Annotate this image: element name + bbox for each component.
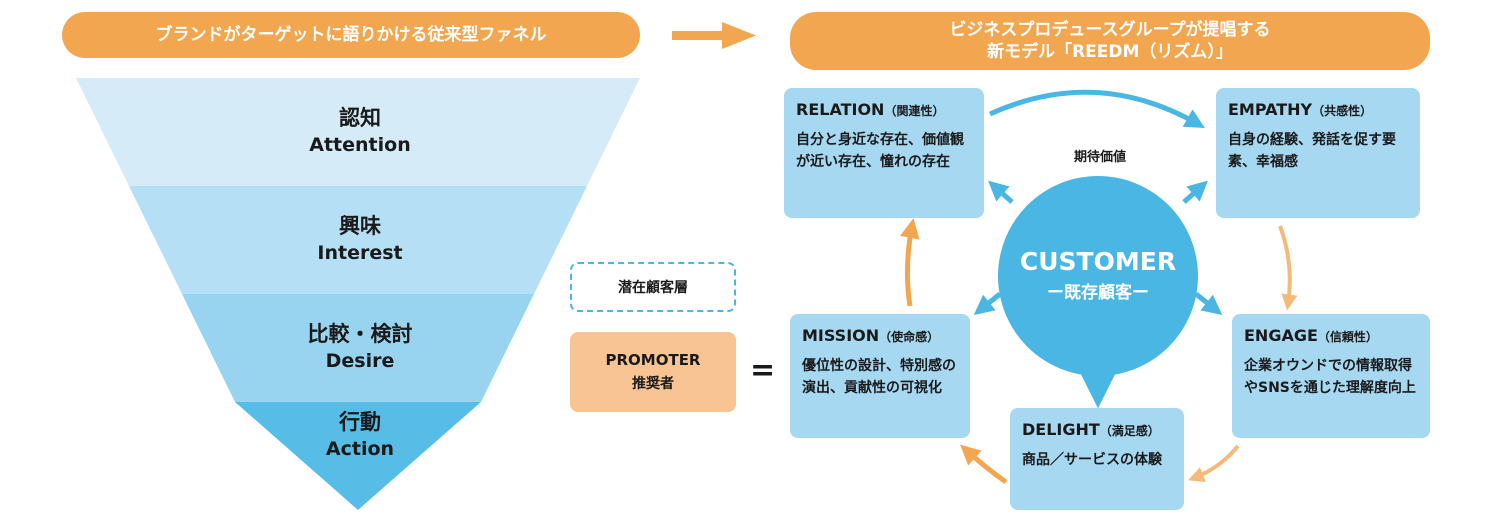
funnel-stage-jp-label: 比較・検討	[307, 322, 413, 346]
delight-subtitle: （満足感）	[1099, 424, 1160, 438]
reedm-title-line2: 新モデル「REEDM（リズム）」	[987, 42, 1233, 62]
conventional-funnel-title: ブランドがターゲットに語りかける従来型ファネル	[155, 25, 547, 45]
funnel-stage-en-label: Action	[325, 438, 395, 460]
promoter-subtitle: 推奨者	[632, 376, 674, 392]
funnel-stage-attention: 認知 Attention	[210, 104, 510, 158]
engage-description: 企業オウンドでの情報取得やSNSを通じた理解度向上	[1244, 358, 1416, 396]
relation-box: RELATION（関連性） 自分と身近な存在、価値観が近い存在、憧れの存在	[784, 88, 984, 218]
empathy-box: EMPATHY（共感性） 自身の経験、発話を促す要素、幸福感	[1216, 88, 1420, 218]
conventional-funnel-header: ブランドがターゲットに語りかける従来型ファネル	[62, 12, 640, 58]
mission-subtitle: （使命感）	[879, 330, 940, 344]
engage-box: ENGAGE（信頼性） 企業オウンドでの情報取得やSNSを通じた理解度向上	[1232, 314, 1430, 438]
relation-subtitle: （関連性）	[884, 104, 945, 118]
arrow-delight-to-mission	[960, 444, 1008, 485]
arrow-mission-to-relation	[899, 218, 920, 307]
mission-title: MISSION	[802, 326, 880, 345]
latent-customer-label: 潜在顧客層	[570, 262, 736, 312]
arrow-customer-to-empathy	[1182, 180, 1208, 204]
equals-sign: =	[750, 353, 776, 388]
arrow-relation-to-empathy	[988, 89, 1205, 128]
funnel-stage-attention-band	[76, 78, 640, 186]
mission-title-row: MISSION（使命感）	[802, 326, 958, 347]
relation-title: RELATION	[796, 100, 885, 119]
funnel-stage-action-band	[235, 402, 481, 510]
engage-title: ENGAGE	[1244, 326, 1318, 345]
empathy-title-row: EMPATHY（共感性）	[1228, 100, 1408, 121]
promoter-title: PROMOTER	[605, 351, 701, 369]
delight-description: 商品／サービスの体験	[1022, 452, 1162, 468]
delight-title: DELIGHT	[1022, 420, 1100, 439]
arrow-engage-to-delight	[1188, 444, 1240, 483]
header-arrow	[672, 22, 756, 49]
funnel-stage-desire-band	[182, 294, 534, 402]
arrow-customer-to-mission	[973, 292, 1002, 315]
empathy-title: EMPATHY	[1228, 100, 1313, 119]
customer-circle: CUSTOMER ー既存顧客ー	[998, 176, 1198, 376]
delight-box: DELIGHT（満足感） 商品／サービスの体験	[1010, 408, 1184, 510]
empathy-description: 自身の経験、発話を促す要素、幸福感	[1228, 132, 1396, 170]
arrow-customer-to-relation	[988, 180, 1014, 204]
relation-title-row: RELATION（関連性）	[796, 100, 972, 121]
funnel-stage-jp-label: 行動	[339, 410, 381, 434]
latent-customer-text: 潜在顧客層	[618, 280, 688, 296]
mission-box: MISSION（使命感） 優位性の設計、特別感の演出、貢献性の可視化	[790, 314, 970, 438]
relation-description: 自分と身近な存在、価値観が近い存在、憧れの存在	[796, 132, 964, 170]
engage-subtitle: （信頼性）	[1317, 330, 1378, 344]
customer-subtitle: ー既存顧客ー	[1047, 283, 1149, 303]
funnel-stage-jp-label: 興味	[339, 214, 381, 238]
promoter-box: PROMOTER 推奨者	[570, 332, 736, 412]
funnel-stage-jp-label: 認知	[339, 106, 381, 130]
funnel-stage-en-label: Desire	[325, 350, 395, 372]
funnel-stage-interest-band	[129, 186, 587, 294]
funnel-stage-en-label: Interest	[317, 242, 403, 264]
funnel-stage-interest: 興味 Interest	[210, 212, 510, 266]
funnel-stage-action: 行動 Action	[210, 408, 510, 462]
customer-title: CUSTOMER	[1019, 247, 1177, 276]
delight-title-row: DELIGHT（満足感）	[1022, 420, 1172, 441]
arrow-empathy-to-engage	[1278, 225, 1298, 311]
arrow-customer-to-engage	[1194, 292, 1223, 315]
funnel-diagram	[76, 78, 640, 510]
funnel-stage-en-label: Attention	[309, 134, 411, 156]
engage-title-row: ENGAGE（信頼性）	[1244, 326, 1418, 347]
reedm-title-line1: ビジネスプロデュースグループが提唱する	[949, 20, 1271, 40]
empathy-subtitle: （共感性）	[1312, 104, 1373, 118]
reedm-model-header: ビジネスプロデュースグループが提唱する 新モデル「REEDM（リズム）」	[790, 12, 1430, 70]
funnel-stage-desire: 比較・検討 Desire	[210, 320, 510, 374]
expected-value-label: 期待価値	[1073, 150, 1126, 165]
mission-description: 優位性の設計、特別感の演出、貢献性の可視化	[802, 358, 956, 396]
